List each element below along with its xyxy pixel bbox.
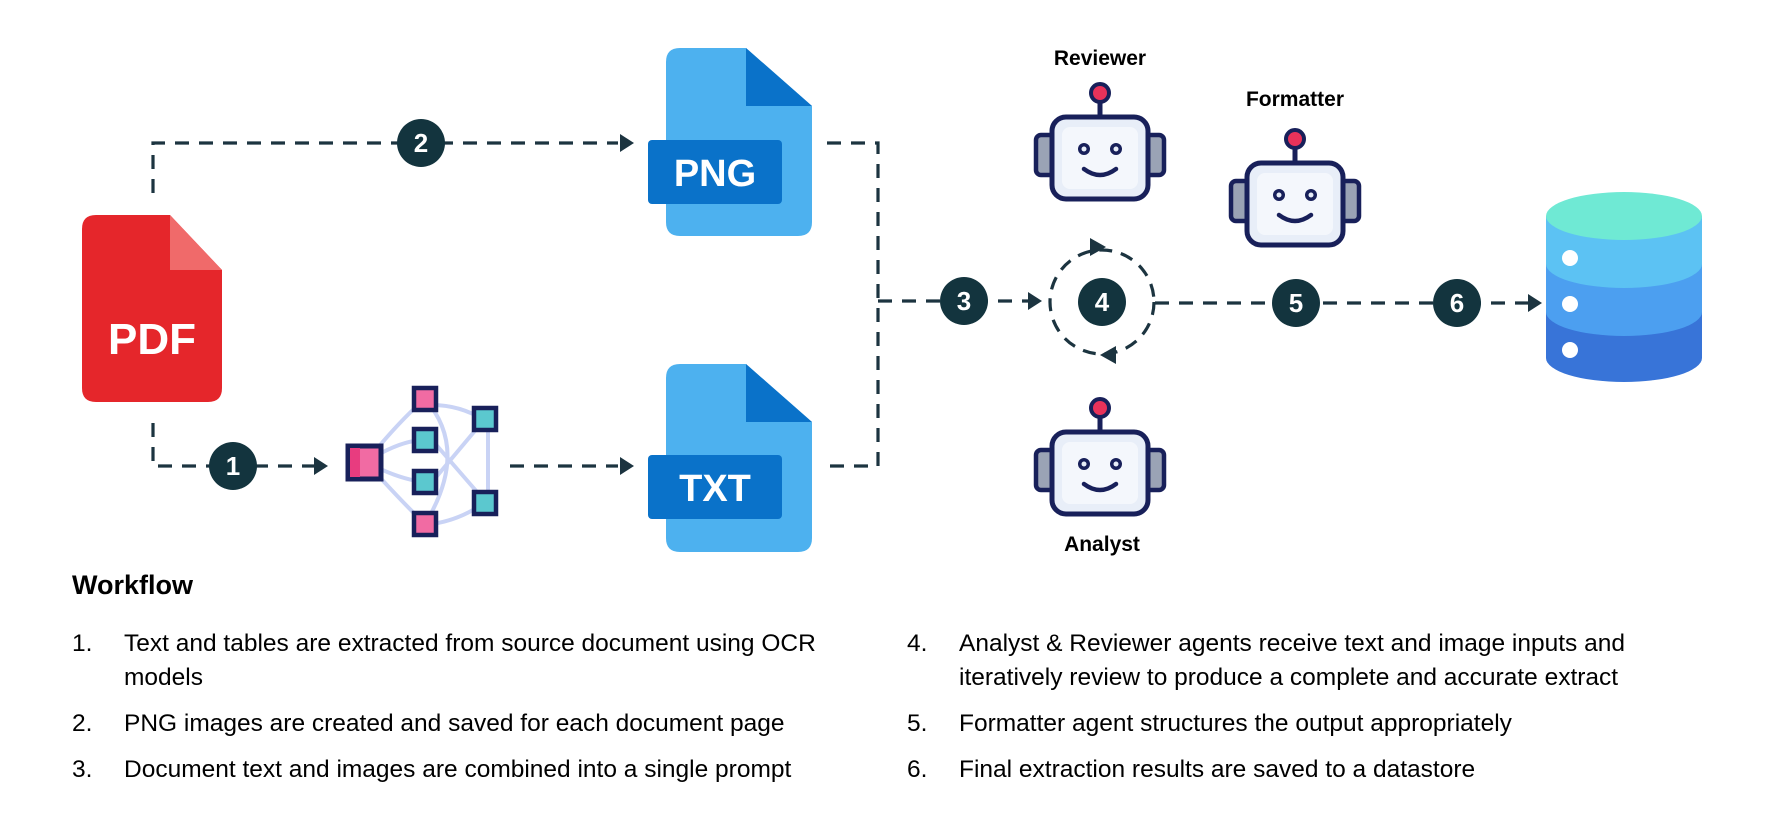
step-1-number: 1.	[72, 630, 93, 657]
step-badge-1: 1	[209, 442, 257, 490]
pdf-label: PDF	[108, 315, 196, 364]
workflow-step-4: 4. Analyst & Reviewer agents receive tex…	[907, 627, 1707, 695]
step-badge-3: 3	[940, 277, 988, 325]
step-4-text: Analyst & Reviewer agents receive text a…	[959, 630, 1625, 691]
step-2-text: PNG images are created and saved for eac…	[124, 710, 785, 737]
step-badge-4: 4	[1078, 278, 1126, 326]
formatter-agent: Formatter	[1231, 88, 1359, 245]
workflow-column-right: 4. Analyst & Reviewer agents receive tex…	[907, 627, 1707, 799]
workflow-step-6: 6. Final extraction results are saved to…	[907, 753, 1707, 787]
reviewer-agent: Reviewer	[1036, 47, 1164, 199]
step-4-number: 4.	[907, 630, 928, 657]
step-5-text: Formatter agent structures the output ap…	[959, 710, 1512, 737]
robot-icon	[1036, 84, 1164, 199]
step-badge-6: 6	[1433, 279, 1481, 327]
analyst-agent: Analyst	[1036, 399, 1164, 556]
step-6-text: Final extraction results are saved to a …	[959, 756, 1476, 783]
png-label: PNG	[674, 153, 756, 195]
step-number-3: 3	[957, 286, 971, 316]
robot-icon	[1231, 130, 1359, 245]
analyst-label: Analyst	[1064, 533, 1140, 556]
step-6-number: 6.	[907, 756, 928, 783]
pdf-file-icon: PDF	[82, 215, 222, 402]
step-number-1: 1	[226, 451, 240, 481]
step-1-text: Text and tables are extracted from sourc…	[124, 630, 816, 691]
step-3-number: 3.	[72, 756, 93, 783]
step-number-4: 4	[1095, 287, 1110, 317]
database-icon	[1546, 192, 1702, 382]
txt-label: TXT	[679, 468, 751, 510]
ocr-network-icon	[345, 385, 499, 538]
robot-icon	[1036, 399, 1164, 514]
workflow-diagram: PDF PNG TXT	[82, 47, 1702, 556]
txt-file-icon: TXT	[648, 364, 812, 552]
step-number-2: 2	[414, 128, 428, 158]
step-badge-5: 5	[1272, 279, 1320, 327]
reviewer-label: Reviewer	[1054, 47, 1146, 70]
step-5-number: 5.	[907, 710, 928, 737]
workflow-step-3: 3. Document text and images are combined…	[72, 753, 907, 787]
png-file-icon: PNG	[648, 48, 812, 236]
workflow-title: Workflow	[72, 570, 193, 600]
cycle-icon	[1048, 238, 1156, 364]
workflow-step-5: 5. Formatter agent structures the output…	[907, 707, 1707, 741]
workflow-column-left: 1. Text and tables are extracted from so…	[72, 627, 907, 799]
step-2-number: 2.	[72, 710, 93, 737]
step-number-5: 5	[1289, 288, 1303, 318]
workflow-section: Workflow 1. Text and tables are extracte…	[72, 570, 1712, 799]
step-3-text: Document text and images are combined in…	[124, 756, 792, 783]
step-number-6: 6	[1450, 288, 1464, 318]
workflow-step-2: 2. PNG images are created and saved for …	[72, 707, 907, 741]
formatter-label: Formatter	[1246, 88, 1344, 111]
step-badge-2: 2	[397, 119, 445, 167]
workflow-step-1: 1. Text and tables are extracted from so…	[72, 627, 907, 695]
